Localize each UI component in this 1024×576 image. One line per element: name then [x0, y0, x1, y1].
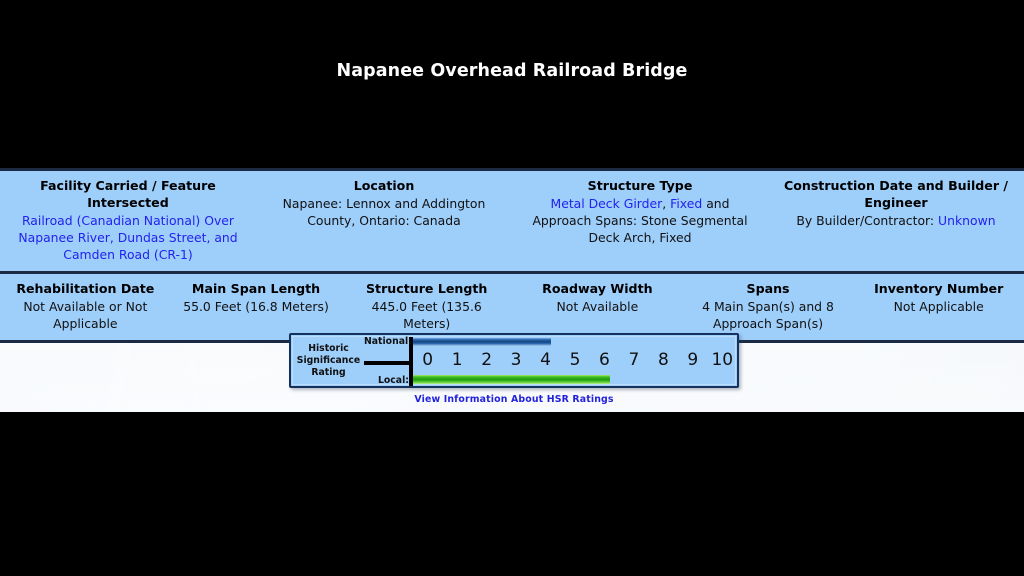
hsr-tick-8: 8 — [657, 350, 669, 370]
cell-header: Spans — [746, 281, 790, 296]
table-cell-roadway-width: Roadway Width Not Available — [512, 274, 683, 340]
hsr-rating-widget: Historic Significance Rating National: L… — [289, 333, 739, 405]
hsr-local-label: Local: — [377, 375, 409, 386]
bottom-letterbox — [0, 412, 1024, 576]
cell-value-text: By Builder/Contractor: — [796, 213, 939, 228]
cell-value-text: , — [662, 196, 671, 211]
cell-value: Not Available or Not Applicable — [23, 299, 148, 331]
table-cell-inventory-number: Inventory Number Not Applicable — [853, 274, 1024, 340]
table-cell-construction-date-builder: Construction Date and Builder / Engineer… — [768, 171, 1024, 271]
cell-header: Construction Date and Builder / Engineer — [783, 178, 1009, 210]
cell-header: Facility Carried / Feature Intersected — [40, 178, 216, 210]
cell-header: Roadway Width — [542, 281, 653, 296]
cell-value: 445.0 Feet (135.6 Meters) — [371, 299, 482, 331]
table-cell-structure-length: Structure Length 445.0 Feet (135.6 Meter… — [341, 274, 512, 340]
hsr-tick-6: 6 — [599, 350, 610, 370]
hsr-title-line-2: Significance — [296, 354, 361, 366]
cell-header: Inventory Number — [874, 281, 1004, 296]
hsr-tick-7: 7 — [628, 350, 640, 370]
cell-value[interactable]: By Builder/Contractor: Unknown — [776, 212, 1016, 229]
cell-value-text: and Approach Spans: Stone Segmental Deck… — [532, 196, 748, 245]
cell-value-link[interactable]: Metal Deck Girder — [550, 196, 663, 211]
table-cell-facility-carried: Facility Carried / Feature Intersected R… — [0, 171, 256, 271]
cell-value-link[interactable]: Fixed — [670, 196, 703, 211]
hsr-tick-3: 3 — [510, 350, 522, 370]
hsr-title-line-1: Historic — [308, 342, 349, 354]
table-cell-main-span-length: Main Span Length 55.0 Feet (16.8 Meters) — [171, 274, 342, 340]
table-cell-spans: Spans 4 Main Span(s) and 8 Approach Span… — [683, 274, 854, 340]
cell-value-link[interactable]: Unknown — [938, 213, 996, 228]
hsr-rating-box: Historic Significance Rating National: L… — [289, 333, 739, 388]
page-content: Facility Carried / Feature Intersected R… — [0, 168, 1024, 412]
cell-value: 55.0 Feet (16.8 Meters) — [183, 299, 329, 314]
hsr-tick-5: 5 — [569, 350, 581, 370]
hsr-info-link[interactable]: View Information About HSR Ratings — [414, 394, 614, 405]
hsr-tick-0: 0 — [422, 350, 434, 370]
hsr-tick-4: 4 — [540, 350, 551, 370]
table-row: Facility Carried / Feature Intersected R… — [0, 171, 1024, 271]
cell-header: Main Span Length — [191, 281, 321, 296]
cell-header: Structure Length — [365, 281, 488, 296]
table-cell-location: Location Napanee: Lennox and Addington C… — [256, 171, 512, 271]
hsr-local-bar — [413, 375, 611, 384]
hsr-tick-1: 1 — [451, 350, 463, 370]
hsr-axis-zero-line — [409, 337, 413, 386]
cell-header: Location — [353, 178, 415, 193]
table-cell-rehabilitation-date: Rehabilitation Date Not Available or Not… — [0, 274, 171, 340]
hsr-rating-title: Historic Significance Rating — [291, 335, 364, 386]
cell-header: Rehabilitation Date — [16, 281, 155, 296]
cell-value: 4 Main Span(s) and 8 Approach Span(s) — [702, 299, 834, 331]
table-cell-structure-type: Structure Type Metal Deck Girder, Fixed … — [512, 171, 768, 271]
cell-value: Napanee: Lennox and Addington County, On… — [282, 196, 486, 228]
bridge-data-table: Facility Carried / Feature Intersected R… — [0, 168, 1024, 343]
hsr-tick-10: 10 — [711, 350, 734, 370]
cell-header: Structure Type — [587, 178, 693, 193]
hsr-national-label: National: — [364, 336, 412, 347]
cell-value[interactable]: Metal Deck Girder, Fixed and Approach Sp… — [520, 195, 760, 246]
title-band: Napanee Overhead Railroad Bridge — [0, 0, 1024, 168]
page-title: Napanee Overhead Railroad Bridge — [336, 61, 688, 81]
hsr-tick-2: 2 — [481, 350, 493, 370]
hsr-national-bar — [413, 338, 552, 346]
hsr-tick-9: 9 — [687, 350, 699, 370]
table-row: Rehabilitation Date Not Available or Not… — [0, 271, 1024, 340]
cell-value: Not Applicable — [893, 299, 984, 314]
cell-value[interactable]: Railroad (Canadian National) Over Napane… — [18, 213, 238, 262]
hsr-title-line-3: Rating — [311, 366, 346, 378]
hsr-axis-connector — [364, 361, 410, 365]
cell-value: Not Available — [556, 299, 639, 314]
